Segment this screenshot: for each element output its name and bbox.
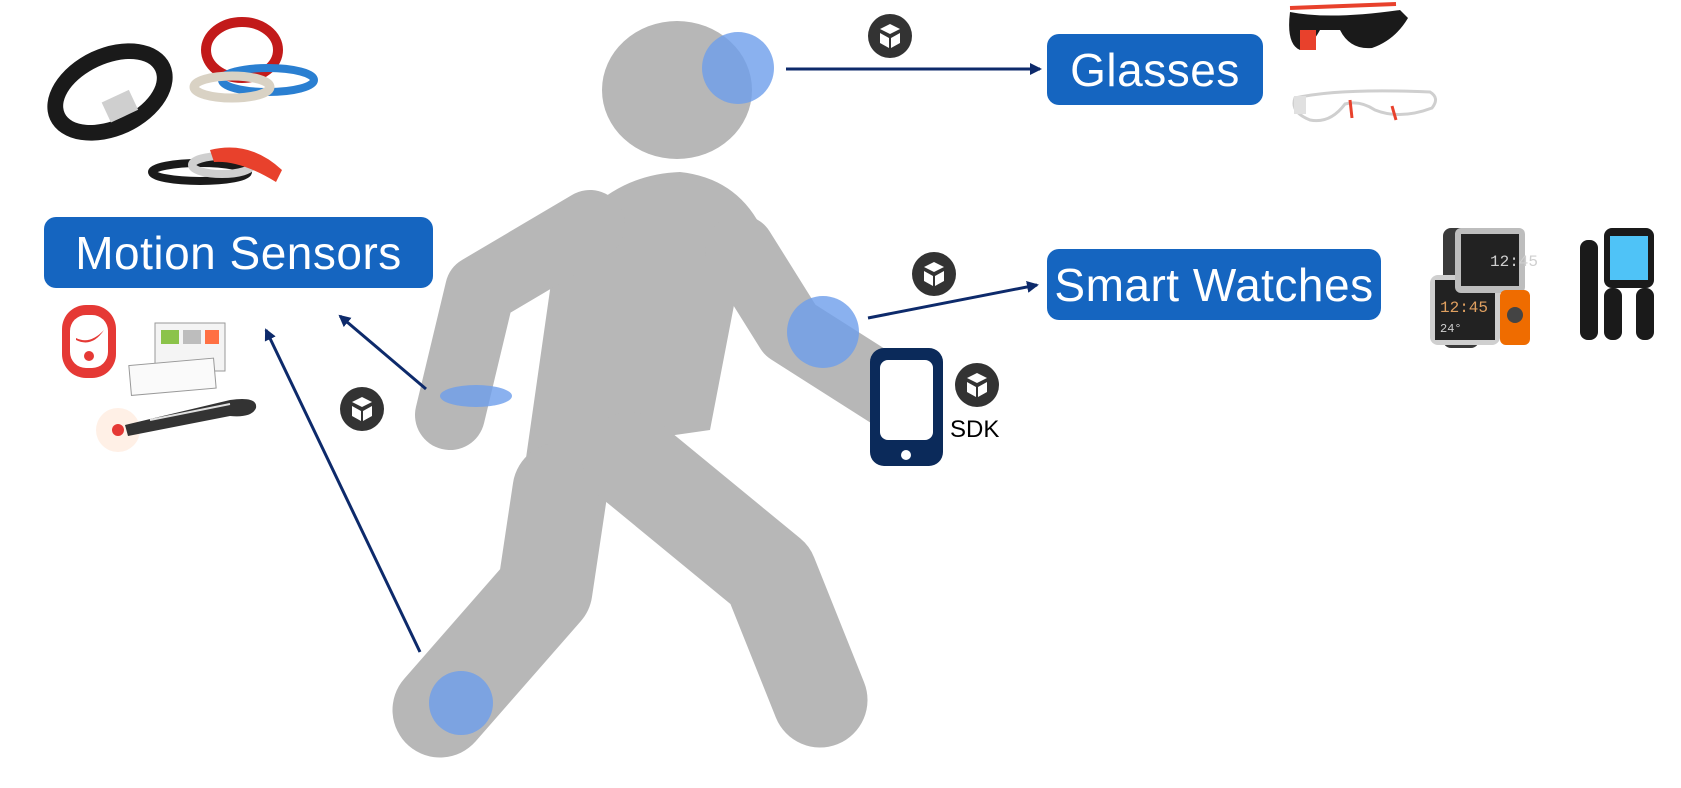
smart-watches-label: Smart Watches xyxy=(1047,249,1381,320)
smartwatch-icon xyxy=(1430,228,1654,348)
glasses-label: Glasses xyxy=(1047,34,1263,105)
sensor-spots xyxy=(429,32,859,735)
arrow-band-to-motion-sensors xyxy=(338,314,427,391)
figure-left-leg xyxy=(392,442,608,758)
arrow-shoe-to-motion-sensors xyxy=(264,328,422,653)
sdk-box-icon xyxy=(955,363,999,407)
smartphone-icon xyxy=(870,348,943,466)
sensor-spot-band xyxy=(440,385,512,407)
tablet-app-icon xyxy=(128,322,226,396)
figure-left-arm xyxy=(415,190,625,450)
tennis-racket-icon xyxy=(96,399,257,452)
sensor-spot-shoe xyxy=(429,671,493,735)
arrows xyxy=(264,63,1042,653)
sdk-box-icon xyxy=(868,14,912,58)
walking-person-figure xyxy=(392,21,935,758)
sdk-box-icon xyxy=(912,252,956,296)
sensor-spot-wrist xyxy=(787,296,859,368)
glasses-icon xyxy=(1289,2,1437,123)
figure-right-leg xyxy=(582,412,868,748)
arrow-to-smart-watches xyxy=(867,281,1039,320)
watch-screen-temp: 24° xyxy=(1440,322,1462,336)
sensor-spot-head xyxy=(702,32,774,104)
motion-sensors-label: Motion Sensors xyxy=(44,217,433,288)
fitness-band-icon xyxy=(47,17,318,185)
watch-screen-time-1: 12:45 xyxy=(1490,253,1538,271)
nike-sensor-icon xyxy=(62,305,116,378)
sdk-box-icon xyxy=(340,387,384,431)
sdk-label: SDK xyxy=(950,416,1000,443)
watch-screen-time-2: 12:45 xyxy=(1440,299,1488,317)
